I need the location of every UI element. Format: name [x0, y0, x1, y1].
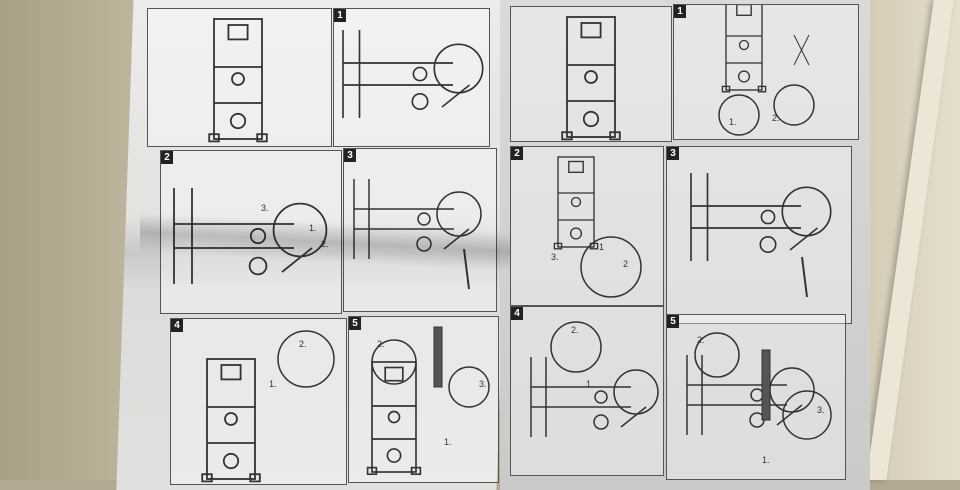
label: 3.: [551, 252, 559, 262]
step-illustration: [530, 321, 659, 438]
panel-step-2-left: 2 3. 2. 1.: [160, 150, 342, 314]
step-number: 1: [674, 5, 686, 18]
frame-illustration: [208, 18, 268, 143]
panel-step-4-left: 4 2. 1.: [170, 318, 347, 485]
panel-overview-left: [147, 8, 332, 147]
drill-illustration: [353, 178, 482, 290]
label: 3.: [479, 379, 487, 389]
step-number: 2: [511, 147, 523, 160]
step-illustration: [366, 326, 490, 476]
frame-illustration: [561, 16, 621, 141]
panel-step-3-right: 3: [666, 146, 852, 324]
panel-step-5-left: 5 2. 3. 1.: [348, 316, 499, 483]
panel-overview-right: [510, 6, 672, 142]
label: 1.: [762, 455, 770, 465]
panel-step-5-right: 5 2. 3. 1.: [666, 314, 846, 480]
label: 1.: [586, 379, 594, 389]
label: 2.: [299, 339, 307, 349]
panel-step-1-right: 1 1. 2.: [673, 4, 859, 140]
label: 2.: [697, 335, 705, 345]
label: 2: [623, 259, 629, 269]
label: 2.: [571, 325, 579, 335]
step-number: 3: [344, 149, 356, 162]
step-illustration: [201, 330, 335, 483]
step-illustration: [553, 156, 642, 298]
step-number: 3: [667, 147, 679, 160]
step-illustration: [342, 29, 484, 119]
panel-step-2-right: 2 3. 1 2: [510, 146, 664, 306]
label: 2.: [377, 339, 385, 349]
step-number: 4: [511, 307, 523, 320]
panel-step-1-left: 1: [333, 8, 490, 147]
step-number: 5: [667, 315, 679, 328]
panel-step-4-right: 4 2. 1.: [510, 306, 664, 476]
step-number: 2: [161, 151, 173, 164]
step-number: 4: [171, 319, 183, 332]
label: 3.: [261, 203, 269, 213]
step-number: 5: [349, 317, 361, 330]
label: 2.: [772, 113, 780, 123]
panel-step-3-left: 3: [343, 148, 497, 312]
label: 1.: [729, 117, 737, 127]
step-illustration: [686, 332, 832, 440]
label: 2.: [321, 239, 329, 249]
drill-illustration: [690, 172, 832, 298]
label: 1.: [444, 437, 452, 447]
label: 1.: [269, 379, 277, 389]
label: 3.: [817, 405, 825, 415]
label: 1.: [309, 223, 317, 233]
step-illustration: [718, 5, 815, 136]
label: 1: [599, 242, 605, 252]
step-number: 1: [334, 9, 346, 22]
